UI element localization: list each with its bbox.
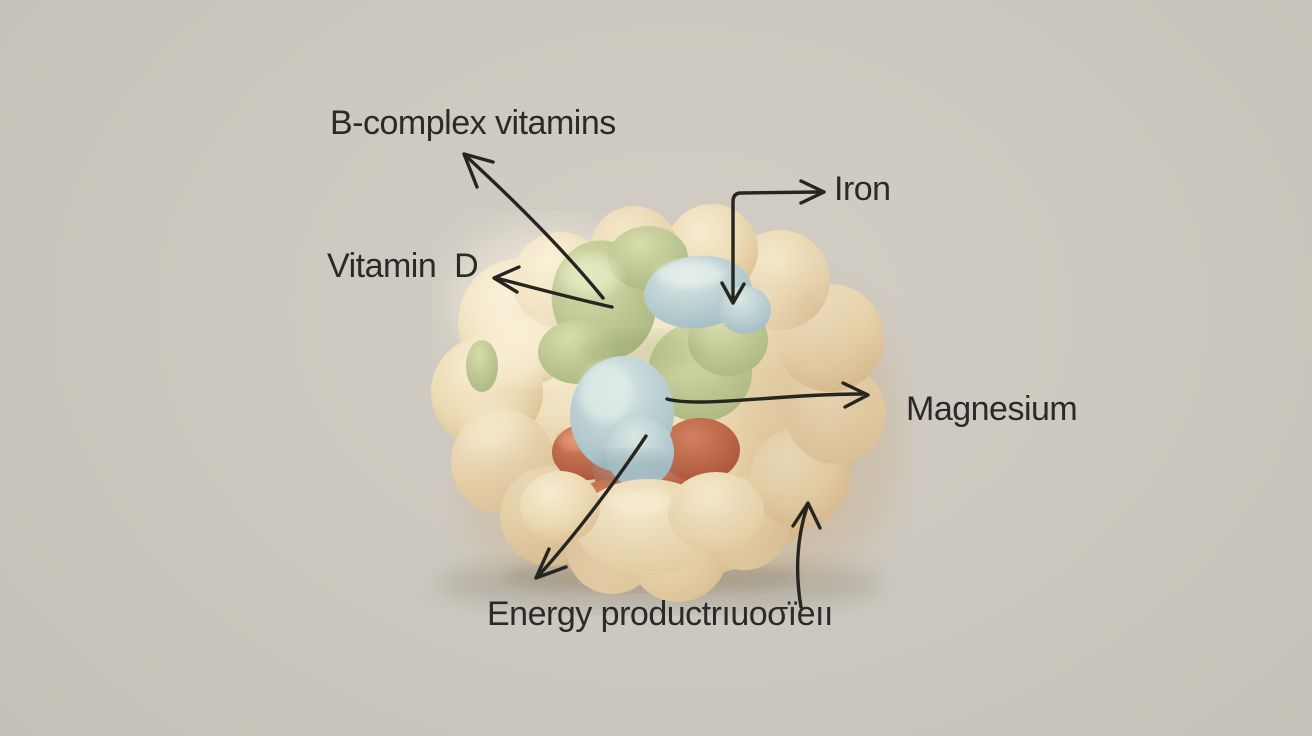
arrow-energy-production-right <box>791 501 822 609</box>
arrow-vitamin-d <box>492 265 614 309</box>
label-vitamin-d: Vitamin D <box>327 247 479 285</box>
arrow-magnesium <box>665 381 870 409</box>
label-energy-production: Energy productrıuoσïeıı <box>487 595 833 633</box>
label-iron: Iron <box>834 170 891 208</box>
arrow-energy-production-left <box>534 434 648 580</box>
arrow-b-complex-vitamins <box>462 152 605 300</box>
arrow-iron <box>720 179 826 305</box>
label-b-complex-vitamins: B-complex vitamins <box>330 104 616 142</box>
label-magnesium: Magnesium <box>906 390 1078 428</box>
